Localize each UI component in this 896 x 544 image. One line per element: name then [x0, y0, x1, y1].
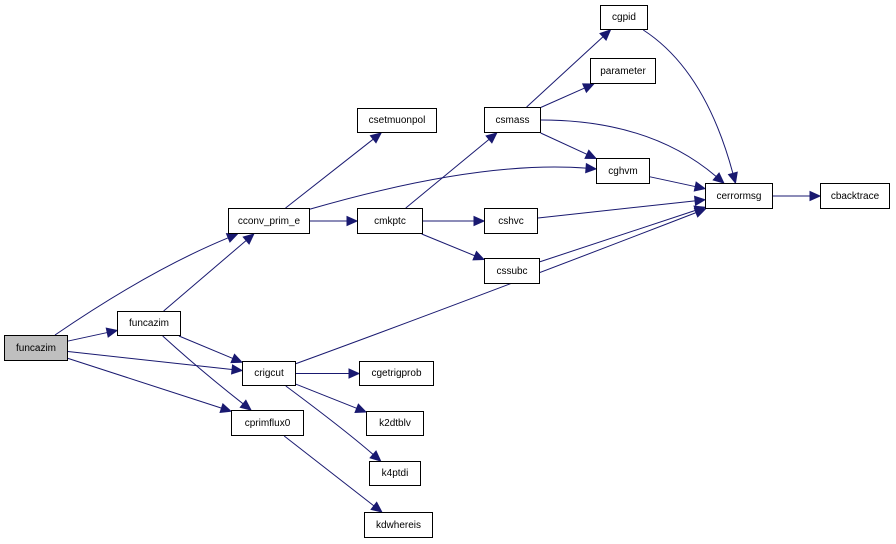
arrowhead-cconv_prim_e-to-cghvm: [585, 162, 598, 174]
arrowhead-funcazim_root-to-crigcut: [230, 364, 244, 375]
arrowhead-cconv_prim_e-to-cmkptc: [346, 215, 359, 227]
edge-crigcut-to-k4ptdi: [285, 385, 374, 455]
edge-funcazim_root-to-cprimflux0: [67, 357, 222, 409]
arrowhead-funcazim_root-to-cprimflux0: [219, 402, 233, 413]
arrowhead-csmass-to-cerrormsg: [712, 172, 725, 184]
edge-funcazim-to-cprimflux0: [162, 335, 244, 405]
node-csetmuonpol[interactable]: csetmuonpol: [357, 108, 437, 133]
node-cbacktrace[interactable]: cbacktrace: [820, 183, 890, 209]
arrowhead-funcazim-to-crigcut: [230, 353, 244, 364]
arrowhead-funcazim-to-cconv_prim_e: [242, 233, 255, 245]
node-parameter[interactable]: parameter: [590, 58, 656, 84]
arrowhead-cerrormsg-to-cbacktrace: [809, 190, 822, 202]
edge-cconv_prim_e-to-cghvm: [309, 166, 587, 210]
arrowhead-cshvc-to-cerrormsg: [693, 195, 707, 207]
arrowhead-funcazim_root-to-cconv_prim_e: [225, 233, 239, 243]
node-cshvc[interactable]: cshvc: [484, 208, 538, 234]
edge-funcazim_root-to-funcazim: [67, 332, 108, 342]
arrowhead-cgpid-to-cerrormsg: [727, 171, 738, 185]
edge-funcazim-to-cconv_prim_e: [163, 240, 247, 312]
arrowhead-cprimflux0-to-kdwhereis: [370, 501, 383, 513]
node-kdwhereis[interactable]: kdwhereis: [364, 512, 433, 538]
arrowhead-csmass-to-parameter: [581, 83, 595, 94]
edge-crigcut-to-cerrormsg: [295, 212, 697, 365]
edge-csmass-to-cgpid: [526, 36, 604, 108]
edge-csmass-to-parameter: [540, 87, 585, 108]
edge-cgpid-to-cerrormsg: [643, 29, 734, 174]
node-cmkptc[interactable]: cmkptc: [357, 208, 423, 234]
edge-funcazim_root-to-cconv_prim_e: [54, 237, 229, 336]
edge-crigcut-to-k2dtblv: [295, 383, 357, 409]
edge-funcazim-to-crigcut: [178, 335, 233, 359]
edge-cssubc-to-cerrormsg: [539, 209, 696, 263]
node-cghvm[interactable]: cghvm: [596, 158, 650, 184]
edge-cprimflux0-to-kdwhereis: [283, 435, 375, 507]
edge-cghvm-to-cerrormsg: [649, 176, 696, 188]
node-csmass[interactable]: csmass: [484, 107, 541, 133]
edge-cmkptc-to-cssubc: [421, 233, 475, 257]
node-funcazim-root[interactable]: funcazim: [4, 335, 68, 361]
arrowhead-cmkptc-to-cssubc: [472, 250, 486, 261]
edge-cshvc-to-cerrormsg: [537, 200, 696, 219]
arrowhead-crigcut-to-cerrormsg: [693, 207, 707, 218]
arrowhead-cconv_prim_e-to-csetmuonpol: [369, 132, 383, 144]
arrowhead-funcazim_root-to-funcazim: [105, 327, 119, 338]
arrowhead-crigcut-to-cgetrigprob: [348, 368, 361, 379]
node-crigcut[interactable]: crigcut: [242, 361, 296, 386]
edge-cmkptc-to-csmass: [405, 138, 490, 209]
arrowhead-cghvm-to-cerrormsg: [693, 181, 707, 192]
node-cgetrigprob[interactable]: cgetrigprob: [359, 361, 434, 386]
edge-csmass-to-cerrormsg: [540, 119, 717, 177]
arrowhead-cmkptc-to-cshvc: [473, 215, 486, 227]
node-cerrormsg[interactable]: cerrormsg: [705, 183, 773, 209]
arrowhead-crigcut-to-k4ptdi: [369, 450, 382, 462]
edge-cconv_prim_e-to-csetmuonpol: [285, 138, 374, 209]
node-cssubc[interactable]: cssubc: [484, 258, 540, 284]
edge-funcazim_root-to-crigcut: [67, 351, 233, 370]
arrowhead-cmkptc-to-csmass: [485, 132, 498, 144]
node-cconv-prim-e[interactable]: cconv_prim_e: [228, 208, 310, 234]
node-k2dtblv[interactable]: k2dtblv: [366, 411, 424, 436]
arrowhead-csmass-to-cgpid: [599, 29, 612, 41]
node-k4ptdi[interactable]: k4ptdi: [369, 461, 421, 486]
edge-csmass-to-cghvm: [540, 132, 588, 155]
arrowhead-crigcut-to-k2dtblv: [354, 403, 368, 414]
node-cprimflux0[interactable]: cprimflux0: [231, 410, 304, 436]
arrowhead-csmass-to-cghvm: [584, 149, 598, 160]
node-funcazim[interactable]: funcazim: [117, 311, 181, 336]
node-cgpid[interactable]: cgpid: [600, 5, 648, 30]
arrowhead-funcazim-to-cprimflux0: [239, 399, 252, 411]
